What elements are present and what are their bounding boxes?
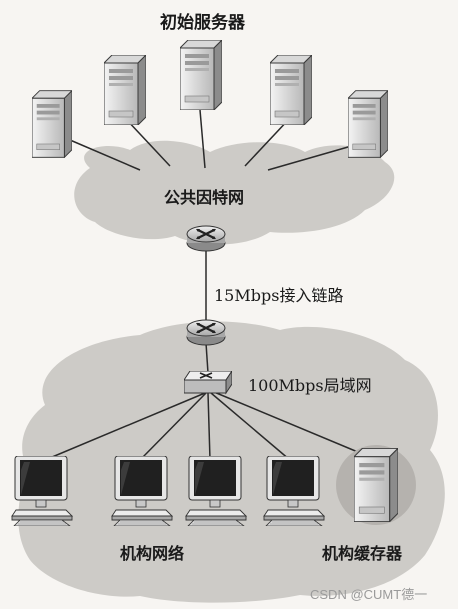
switch-icon [184,371,232,394]
desktop-computer-icon [11,456,73,526]
switch-link-5 [213,391,366,456]
server-link-4 [244,117,291,167]
tower-server-icon [104,55,146,125]
origin-servers-label: 初始服务器 [160,13,245,33]
server-link-3 [199,109,206,169]
tower-server-icon [32,90,72,158]
server-link-5 [267,144,356,171]
desktop-computer-icon [185,456,247,526]
router-icon [186,224,226,252]
desktop-computer-icon [111,456,173,526]
watermark: CSDN @CUMT德一 [310,587,428,602]
institution-cache-label: 机构缓存器 [322,544,403,563]
tower-server-icon [180,40,222,110]
tower-server-icon [270,55,312,125]
desktop-computer-icon [263,456,325,526]
access-link-label: 15Mbps接入链路 [214,286,344,305]
router-icon [186,318,226,346]
public-internet-label: 公共因特网 [164,188,245,207]
switch-link-4 [210,392,291,461]
cache-server-icon [354,448,398,522]
tower-server-icon [348,90,388,158]
server-link-2 [124,117,171,167]
lan-label: 100Mbps局域网 [248,376,372,395]
switch-link-1 [44,392,206,461]
switch-link-3 [207,392,211,461]
router-switch-link [205,342,209,374]
server-link-1 [69,139,141,171]
switch-link-2 [139,392,207,461]
public-internet-cloud [74,140,395,245]
institution-network-label: 机构网络 [120,544,185,563]
